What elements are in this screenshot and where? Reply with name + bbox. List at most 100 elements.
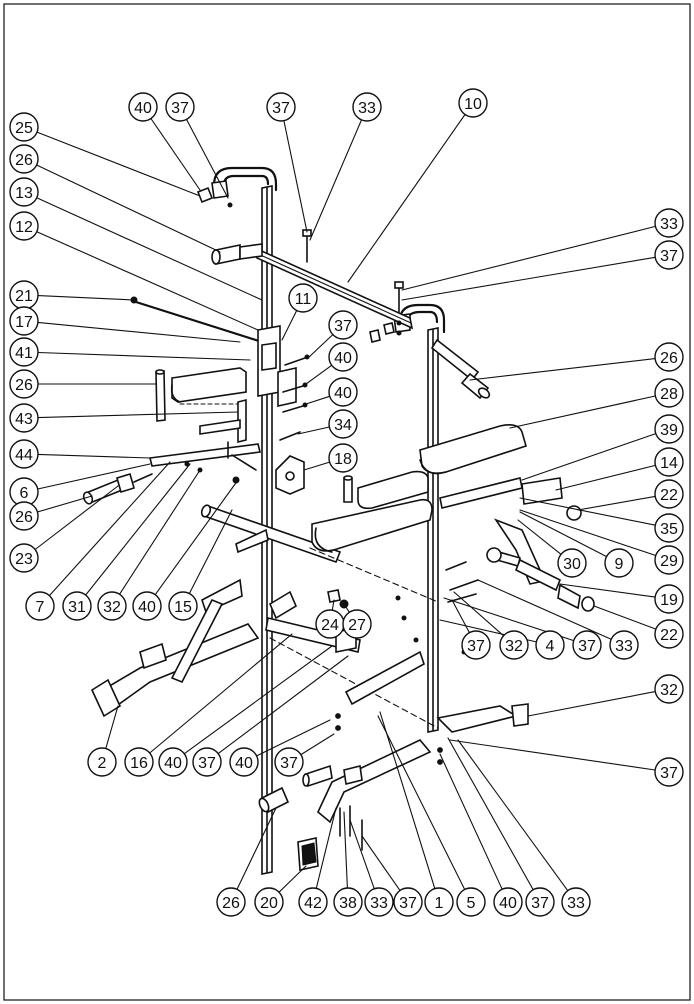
callout-label: 26 (660, 350, 678, 367)
callout-label: 44 (15, 447, 33, 464)
callout-circle (654, 757, 684, 787)
top-bolts (196, 186, 404, 343)
rod-17 (130, 296, 264, 344)
left-base-foot (90, 528, 298, 718)
callout-label: 37 (531, 895, 549, 912)
callout-circle (274, 747, 304, 777)
callout-label: 38 (339, 895, 357, 912)
callout-label: 15 (174, 599, 192, 616)
callout-label: 37 (280, 755, 298, 772)
callout-leader (377, 715, 466, 891)
callout-43: 43 (9, 403, 39, 433)
callout-leader (36, 131, 201, 197)
callout-label: 29 (660, 553, 678, 570)
callout-circle (328, 443, 358, 473)
callout-circle (654, 208, 684, 238)
callout-13: 13 (9, 177, 39, 207)
seat-pad-28 (419, 424, 527, 475)
callout-circle (654, 513, 684, 543)
callout-39: 39 (654, 414, 684, 444)
callout-33: 33 (364, 887, 394, 917)
leader-lines (34, 113, 657, 893)
callout-label: 37 (578, 638, 596, 655)
callout-label: 6 (20, 485, 29, 502)
callout-circle (328, 342, 358, 372)
callout-circle (342, 609, 372, 639)
callout-leader (303, 461, 331, 471)
callout-label: 39 (660, 422, 678, 439)
callout-circle (192, 747, 222, 777)
callout-leader (521, 433, 657, 481)
callout-leader (517, 519, 562, 555)
callout-circle (557, 548, 587, 578)
callout-leader (37, 351, 251, 361)
callout-label: 26 (222, 895, 240, 912)
tube-15 (200, 504, 342, 564)
callout-circle (132, 591, 162, 621)
callout-label: 33 (567, 895, 585, 912)
callout-label: 33 (660, 216, 678, 233)
callout-leader (149, 633, 293, 754)
callout-leader (347, 113, 466, 283)
callout-40: 40 (132, 591, 162, 621)
callout-leader (37, 463, 151, 490)
callout-label: 21 (15, 288, 33, 305)
callout-label: 13 (15, 185, 33, 202)
callout-label: 34 (334, 417, 352, 434)
bracket-18 (275, 455, 305, 495)
callout-34: 34 (328, 409, 358, 439)
callout-label: 28 (660, 386, 678, 403)
callout-label: 41 (15, 345, 33, 362)
callout-40: 40 (328, 342, 358, 372)
callout-circle (216, 887, 246, 917)
callout-37: 37 (274, 747, 304, 777)
callout-26: 26 (9, 144, 39, 174)
callout-circle (288, 283, 318, 313)
callout-circle (561, 887, 591, 917)
callout-leader (379, 711, 436, 890)
callout-2: 2 (87, 747, 117, 777)
callout-leader (37, 453, 151, 459)
callout-label: 33 (370, 895, 388, 912)
callout-33: 33 (654, 208, 684, 238)
callout-circle (352, 92, 382, 122)
callout-circle (493, 887, 523, 917)
callout-circle (62, 591, 92, 621)
callout-37: 37 (328, 310, 358, 340)
callout-12: 12 (9, 211, 39, 241)
callout-37: 37 (165, 92, 195, 122)
callout-10: 10 (458, 88, 488, 118)
callout-label: 14 (660, 455, 678, 472)
callout-leader (309, 119, 363, 241)
callout-circle (393, 887, 423, 917)
callout-25: 25 (9, 112, 39, 142)
callout-26: 26 (654, 342, 684, 372)
callout-35: 35 (654, 513, 684, 543)
callout-circle (654, 378, 684, 408)
callout-40: 40 (158, 747, 188, 777)
callout-label: 12 (15, 219, 33, 236)
callout-7: 7 (25, 591, 55, 621)
callout-leader (315, 807, 337, 889)
callout-leader (451, 599, 470, 634)
callout-label: 42 (304, 895, 322, 912)
callout-leader (305, 364, 333, 385)
callout-circle (535, 630, 565, 660)
callout-circle (298, 887, 328, 917)
callout-circle (9, 144, 39, 174)
callout-label: 30 (563, 556, 581, 573)
callout-leader (185, 118, 229, 199)
callout-label: 37 (334, 318, 352, 335)
callout-leader (509, 395, 656, 429)
callout-leader (281, 309, 298, 341)
callout-label: 23 (15, 551, 33, 568)
callout-circle (9, 112, 39, 142)
callout-leader (283, 120, 308, 233)
callout-circle (328, 377, 358, 407)
callout-circle (9, 439, 39, 469)
callout-label: 9 (615, 556, 624, 573)
callout-leader (307, 334, 334, 359)
callout-label: 40 (164, 755, 182, 772)
callout-circle (461, 630, 491, 660)
callout-leader (300, 733, 335, 756)
